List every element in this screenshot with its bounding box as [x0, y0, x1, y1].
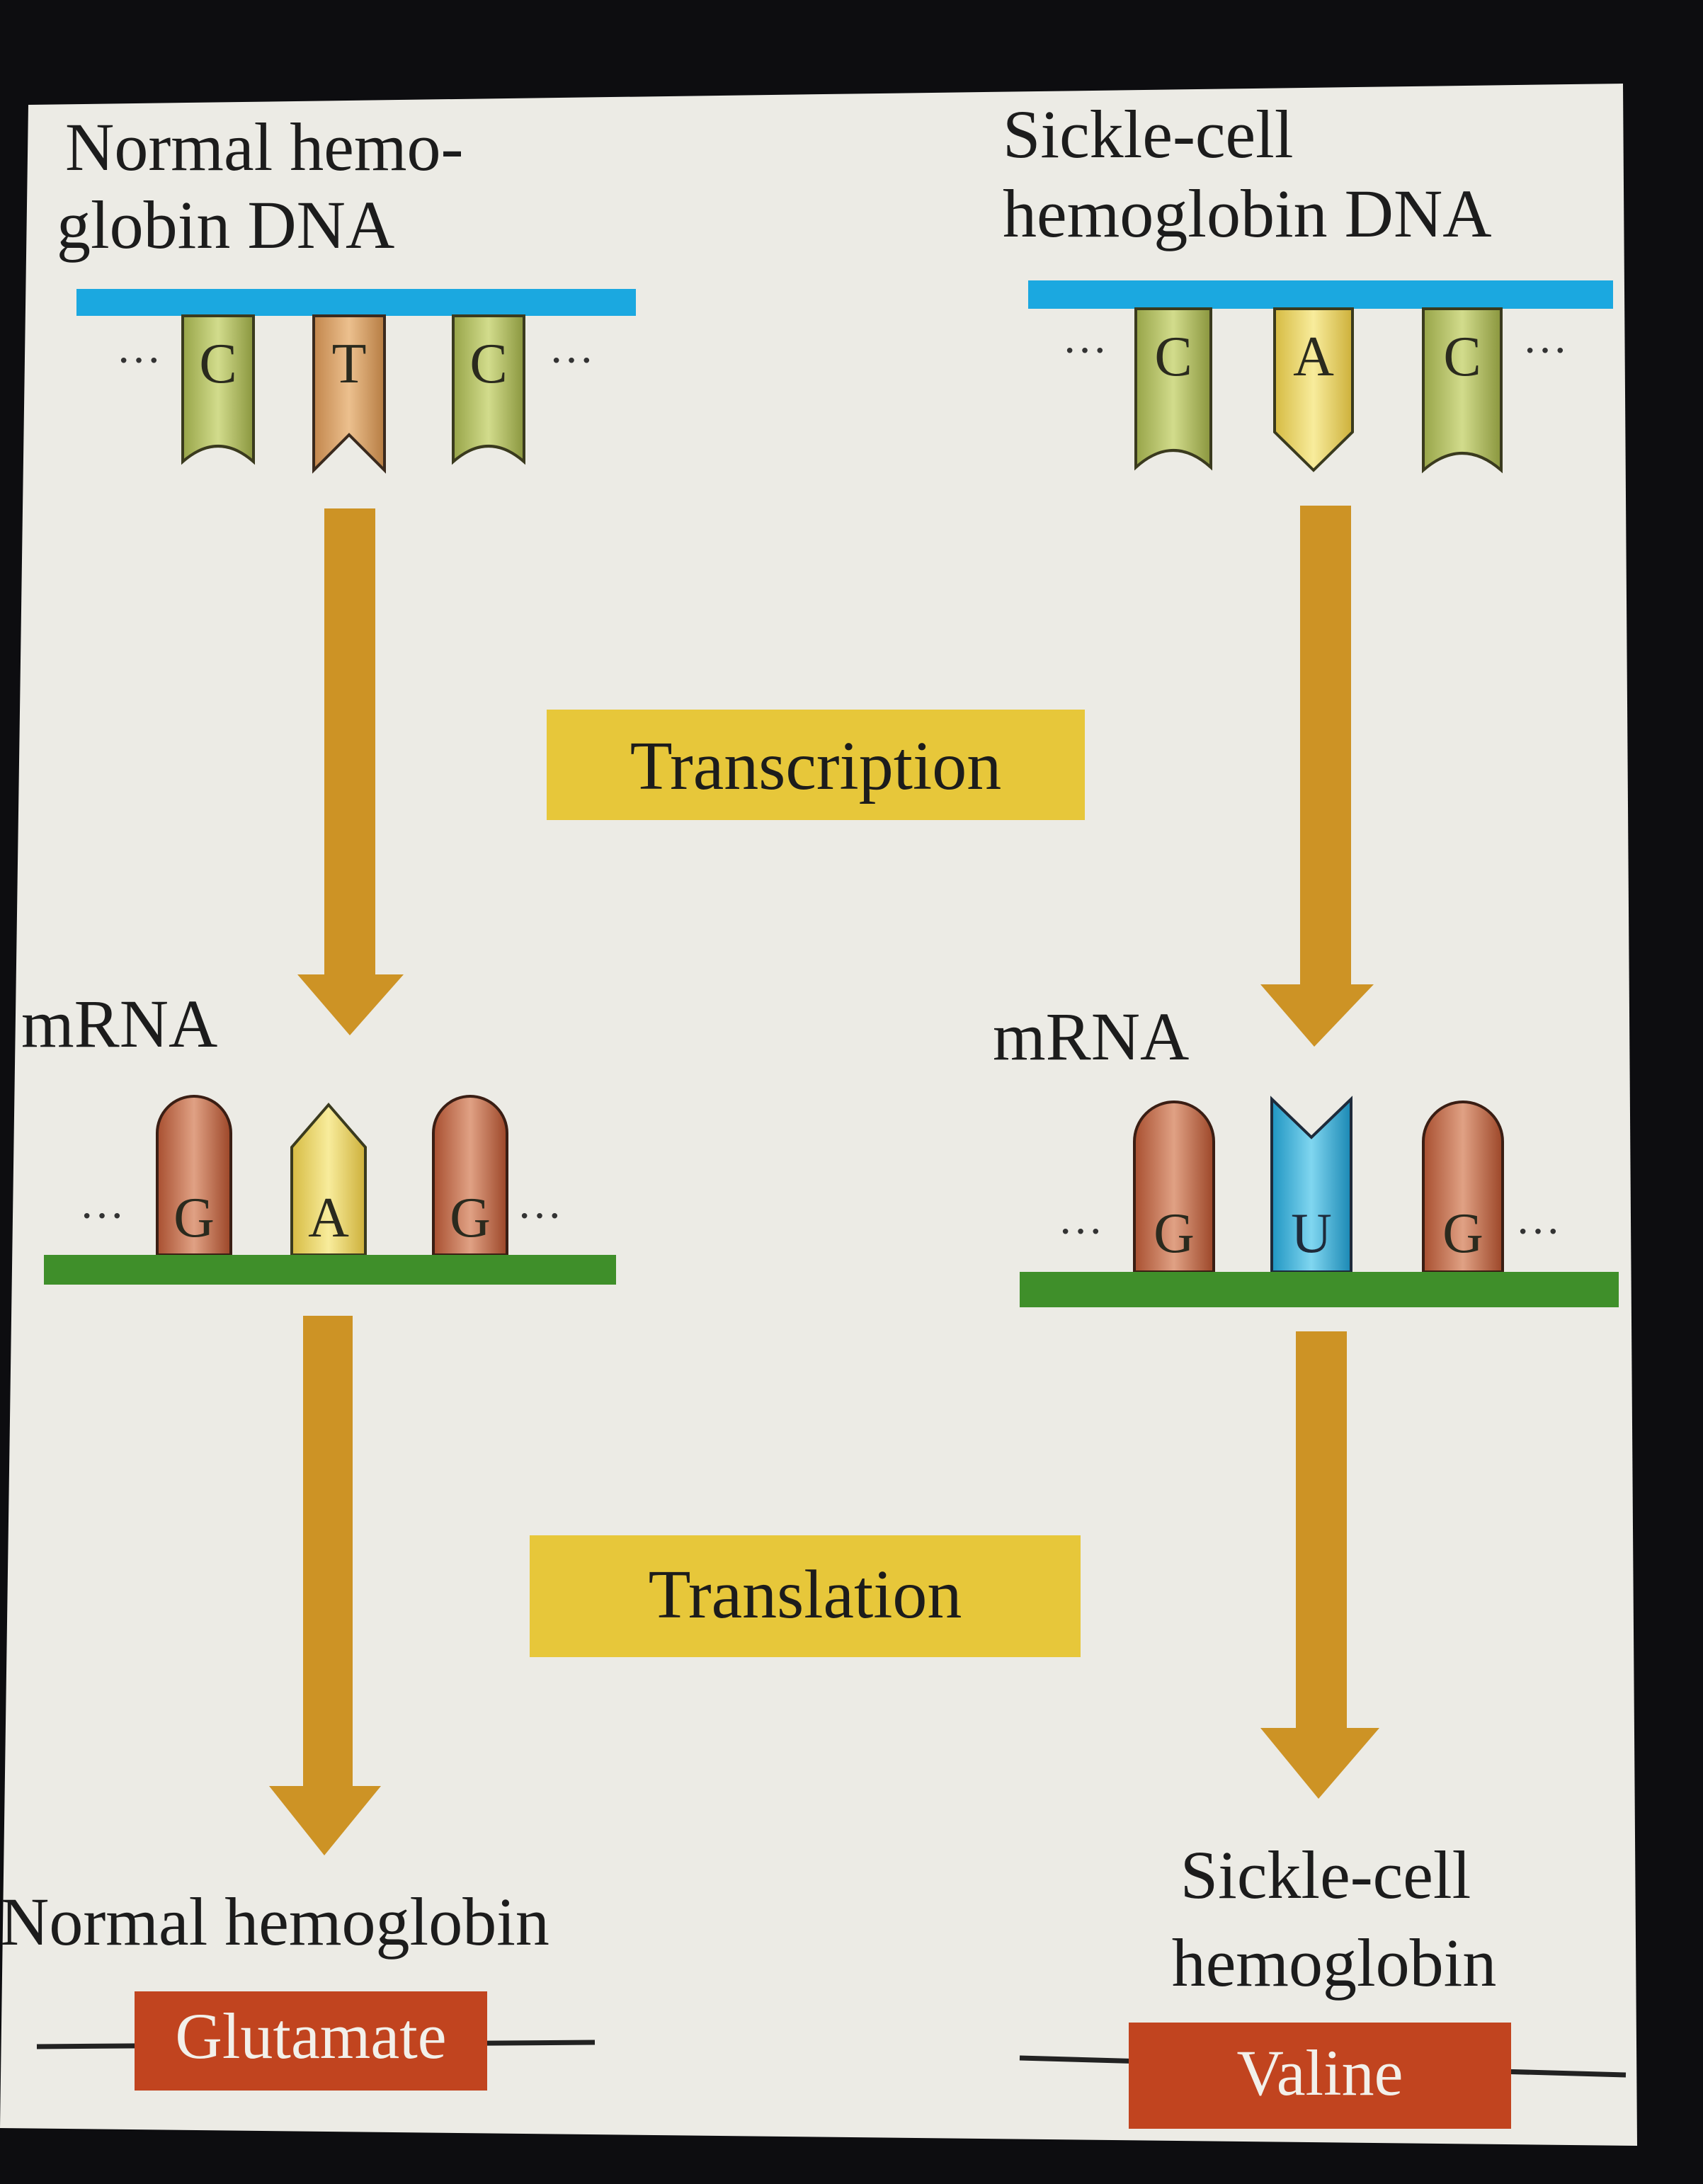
translation-label: Translation — [649, 1557, 962, 1633]
left-amino-acid-label: Glutamate — [175, 2000, 446, 2072]
right-mrna-strand — [1020, 1272, 1619, 1307]
right-mrna-base-1-letter: G — [1154, 1202, 1195, 1265]
left-dna-title-line2: globin DNA — [57, 187, 394, 263]
transcription-box — [547, 710, 1085, 820]
right-dna-ellipsis-start: ··· — [1062, 325, 1107, 375]
right-dna-base-2-letter: A — [1293, 326, 1334, 388]
right-dna-base-1-letter: C — [1154, 326, 1192, 388]
right-dna-base-3: C — [1422, 307, 1503, 474]
left-mrna-base-1: G — [156, 1095, 232, 1256]
left-dna-base-2-letter: T — [332, 333, 367, 395]
left-transcription-arrow — [297, 508, 404, 1035]
left-mrna-label: mRNA — [21, 986, 217, 1062]
right-dna-title-line1: Sickle-cell — [1003, 96, 1293, 172]
left-mrna-base-3-letter: G — [450, 1187, 491, 1249]
left-mrna-base-3: G — [432, 1095, 508, 1256]
right-amino-acid-box — [1129, 2023, 1511, 2129]
left-mrna-ellipsis-start: ··· — [79, 1190, 125, 1241]
left-dna-base-1-letter: C — [199, 333, 237, 395]
left-mrna-base-2-letter: A — [308, 1187, 349, 1249]
right-dna-base-3-letter: C — [1443, 326, 1481, 388]
left-translation-arrow — [269, 1316, 381, 1855]
right-mrna-base-3-letter: G — [1442, 1202, 1483, 1265]
figure-panel — [0, 84, 1637, 2146]
left-dna-strand — [76, 289, 636, 316]
left-dna-ellipsis-end: ··· — [549, 335, 594, 385]
translation-box — [530, 1535, 1081, 1657]
right-transcription-arrow — [1260, 506, 1374, 1047]
left-dna-base-2: T — [312, 314, 386, 474]
left-dna-title-line1: Normal hemo- — [65, 109, 464, 185]
right-dna-base-1: C — [1134, 307, 1212, 471]
left-mrna-ellipsis-end: ··· — [517, 1190, 562, 1241]
right-translation-arrow — [1260, 1331, 1379, 1799]
right-mrna-ellipsis-start: ··· — [1058, 1206, 1103, 1256]
right-dna-strand — [1028, 280, 1613, 309]
right-dna-title-line2: hemoglobin DNA — [1003, 176, 1492, 251]
left-mrna-strand — [44, 1255, 616, 1285]
left-protein-label: Normal hemoglobin — [0, 1884, 549, 1960]
right-mrna-base-2: U — [1270, 1096, 1352, 1273]
right-mrna-ellipsis-end: ··· — [1515, 1206, 1561, 1256]
left-dna-ellipsis-start: ··· — [116, 335, 161, 385]
right-protein-label-line1: Sickle-cell — [1180, 1837, 1471, 1913]
transcription-label: Transcription — [630, 728, 1002, 804]
right-protein-label-line2: hemoglobin — [1172, 1925, 1497, 2001]
right-amino-acid-label: Valine — [1236, 2037, 1403, 2109]
right-mrna-base-2-letter: U — [1291, 1202, 1332, 1265]
right-dna-ellipsis-end: ··· — [1522, 325, 1568, 375]
left-mrna-base-1-letter: G — [173, 1187, 215, 1249]
right-mrna-base-3: G — [1422, 1100, 1504, 1273]
left-dna-base-3: C — [452, 314, 525, 465]
left-dna-base-3-letter: C — [469, 333, 507, 395]
right-dna-base-2: A — [1273, 307, 1354, 472]
right-mrna-base-1: G — [1133, 1100, 1215, 1273]
right-mrna-label: mRNA — [993, 999, 1189, 1074]
left-amino-acid-box — [135, 1991, 487, 2091]
left-dna-base-1: C — [181, 314, 255, 465]
